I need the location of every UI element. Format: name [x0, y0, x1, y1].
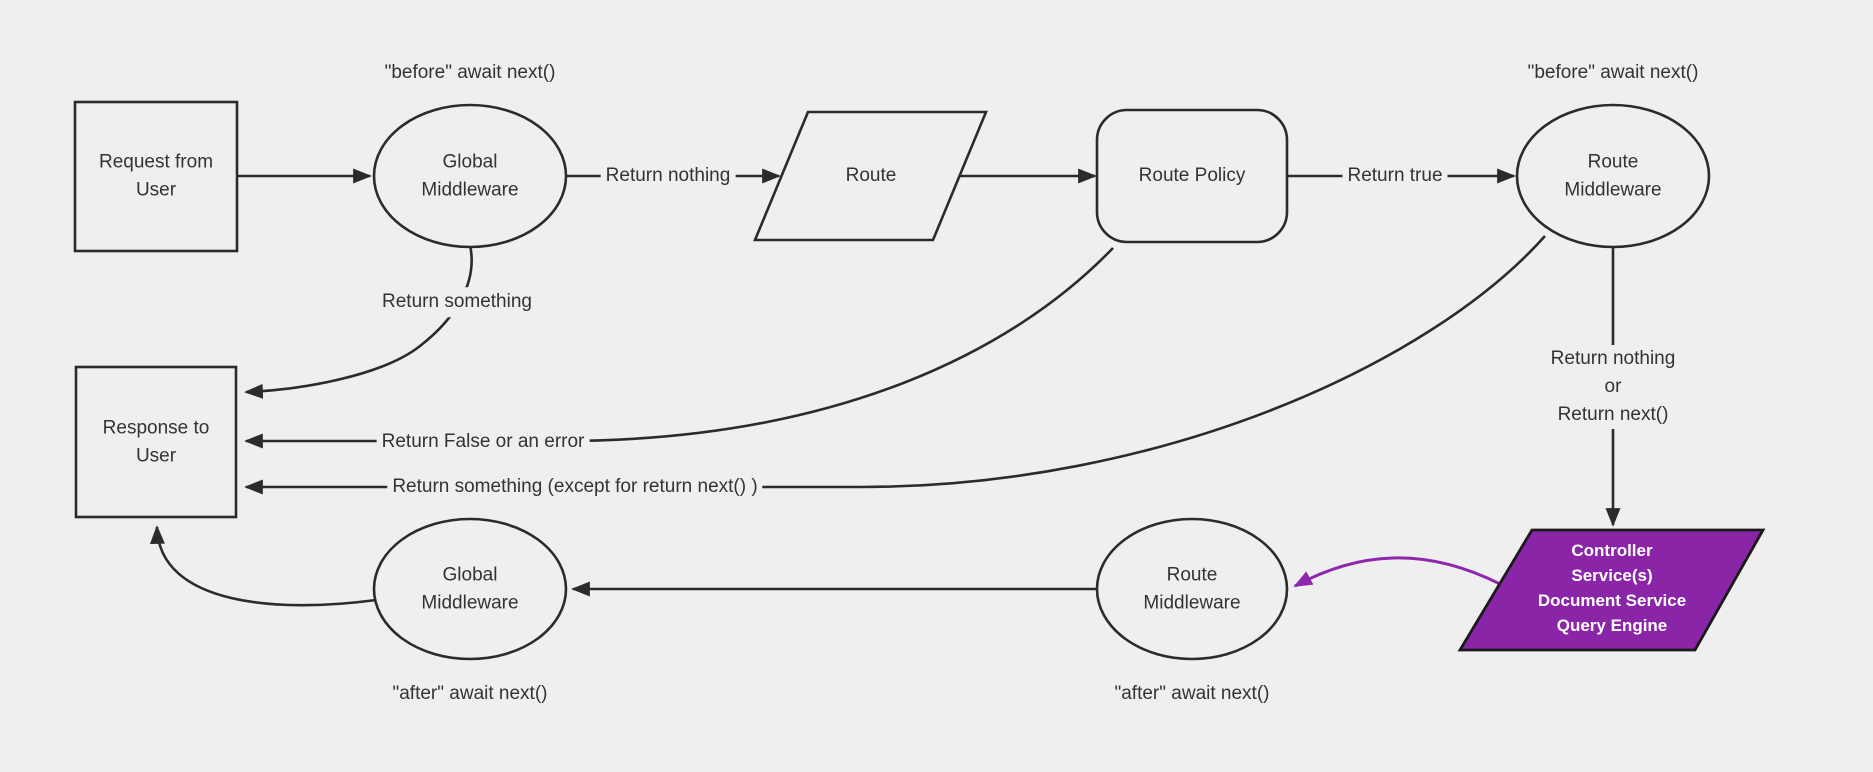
controller-node-shape — [1457, 528, 1766, 652]
global-middleware-bottom-node-label: Global Middleware — [421, 564, 519, 613]
edge-route-policy-to-response — [244, 247, 1114, 449]
controller-label-line-1: Controller — [1571, 541, 1653, 560]
route-node-label: Route — [845, 165, 897, 187]
edge-global-middleware-to-response — [244, 244, 473, 399]
edge-label-return-false-or-error: Return False or an error — [376, 427, 590, 457]
edge-controller-to-route-middleware — [1293, 556, 1501, 588]
global-middleware-bottom-node-shape — [372, 517, 568, 661]
edge-label-return-something: Return something — [377, 287, 537, 317]
response-node-shape — [74, 365, 238, 519]
controller-label-line-4: Query Engine — [1556, 616, 1668, 635]
route-middleware-bottom-node-shape — [1095, 517, 1289, 661]
before-await-annotation-left: "before" await next() — [384, 62, 556, 84]
controller-label-line-2: Service(s) — [1571, 566, 1653, 585]
edge-label-return-nothing: Return nothing — [600, 161, 736, 191]
edge-label-return-something-except: Return something (except for return next… — [387, 472, 763, 502]
route-node-shape — [753, 110, 988, 242]
edge-route-middleware-to-response — [244, 235, 1546, 495]
after-await-annotation-left: "after" await next() — [392, 683, 548, 705]
global-middleware-top-node-label: Global Middleware — [421, 151, 519, 200]
route-policy-node-shape — [1095, 108, 1289, 244]
controller-label-line-3: Document Service — [1537, 591, 1687, 610]
edge-label-return-true: Return true — [1342, 161, 1448, 191]
route-middleware-top-node-shape — [1515, 103, 1711, 249]
global-middleware-top-node-shape — [372, 103, 568, 249]
route-policy-node-label: Route Policy — [1138, 165, 1246, 187]
response-node-label: Response to User — [102, 417, 210, 466]
return-nothing-or-line-3: Return next() — [1557, 404, 1669, 425]
edge-label-return-nothing-or-next: Return nothing or Return next() — [1546, 345, 1680, 429]
request-node-shape — [73, 100, 239, 253]
return-nothing-or-line-1: Return nothing — [1550, 348, 1676, 369]
return-nothing-or-line-2: or — [1604, 376, 1622, 397]
edge-global-middleware-to-response-bottom — [149, 525, 377, 607]
after-await-annotation-right: "after" await next() — [1114, 683, 1270, 705]
route-middleware-bottom-node-label: Route Middleware — [1143, 564, 1241, 613]
request-node-label: Request from User — [98, 151, 214, 200]
route-middleware-top-node-label: Route Middleware — [1564, 151, 1662, 200]
controller-node-label: Controller Service(s) Document Service Q… — [1538, 538, 1686, 638]
before-await-annotation-right: "before" await next() — [1527, 62, 1699, 84]
